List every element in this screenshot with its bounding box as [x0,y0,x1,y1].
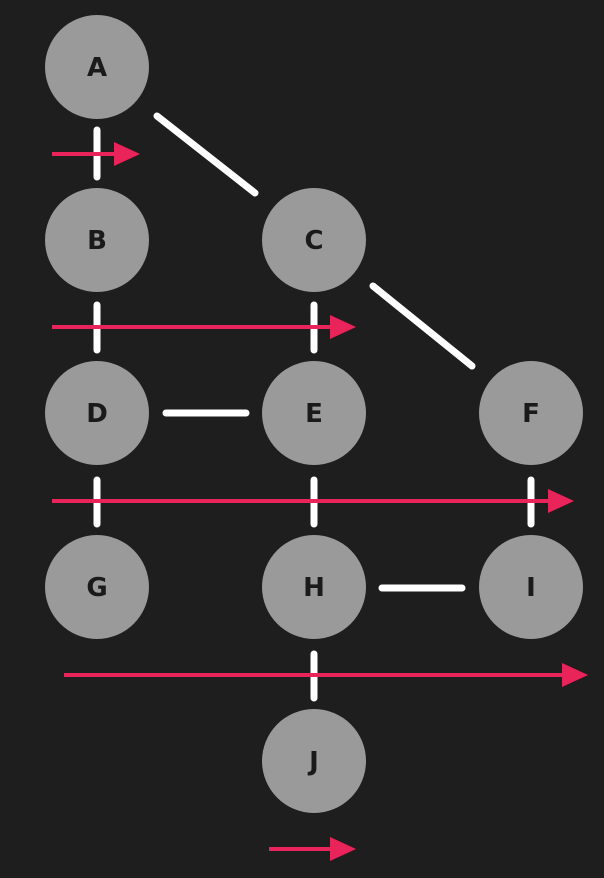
node-a: A [45,15,149,119]
node-label: I [526,573,536,603]
node-circle [262,361,366,465]
node-label: C [304,226,323,256]
edges-layer [93,112,535,702]
node-e: E [262,361,366,465]
node-circle [45,15,149,119]
node-h: H [262,535,366,639]
node-circle [479,535,583,639]
node-label: E [305,399,323,429]
sweep-arrow-3-head [548,489,574,513]
node-j: J [262,709,366,813]
node-label: B [87,226,107,256]
node-d: D [45,361,149,465]
edge-c-f [369,282,476,370]
node-circle [45,535,149,639]
node-label: G [86,573,107,603]
sweep-arrow-1-head [114,142,140,166]
node-circle [262,709,366,813]
node-circle [479,361,583,465]
node-label: F [522,399,540,429]
node-f: F [479,361,583,465]
node-b: B [45,188,149,292]
node-label: H [303,573,325,603]
node-circle [262,535,366,639]
arrows-layer [52,142,588,861]
node-c: C [262,188,366,292]
sweep-arrow-5-head [330,837,356,861]
node-label: A [87,53,107,83]
sweep-arrow-4-head [562,663,588,687]
node-label: J [307,747,319,777]
node-circle [45,188,149,292]
node-label: D [86,399,108,429]
sweep-arrow-2-head [330,315,356,339]
node-i: I [479,535,583,639]
node-circle [45,361,149,465]
node-circle [262,188,366,292]
edge-a-c [153,112,259,197]
nodes-layer: A B C D E F G H I J [45,15,583,813]
node-g: G [45,535,149,639]
